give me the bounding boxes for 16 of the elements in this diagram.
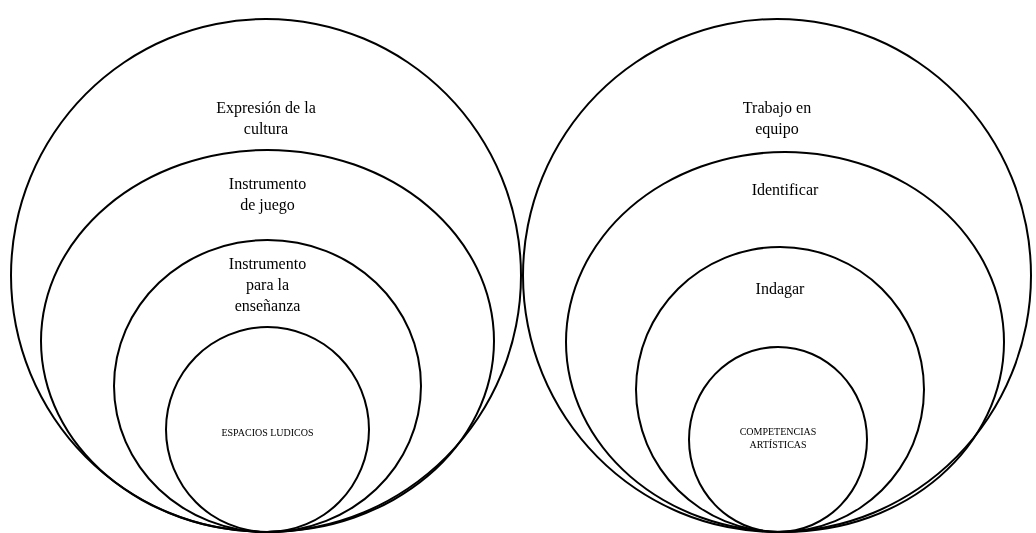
ellipse-label: Instrumento de juego [227, 174, 308, 215]
ellipse [522, 18, 1032, 533]
ellipse [10, 18, 522, 533]
ellipse-label: Identificar [750, 180, 820, 200]
ellipse-label: Indagar [754, 279, 806, 299]
ellipse-label: ESPACIOS LUDICOS [220, 426, 315, 439]
ellipse-label: Expresión de la cultura [216, 98, 316, 139]
ellipse [113, 239, 422, 533]
ellipse-label: Instrumento para la enseñanza [227, 254, 308, 316]
ellipse-label: COMPETENCIAS ARTÍSTICAS [738, 425, 818, 451]
ellipse-label: Trabajo en equipo [741, 98, 813, 139]
ellipse [635, 246, 925, 533]
ellipse [40, 149, 495, 533]
ellipse [165, 326, 370, 533]
ellipse [565, 151, 1005, 533]
ellipse [688, 346, 868, 533]
